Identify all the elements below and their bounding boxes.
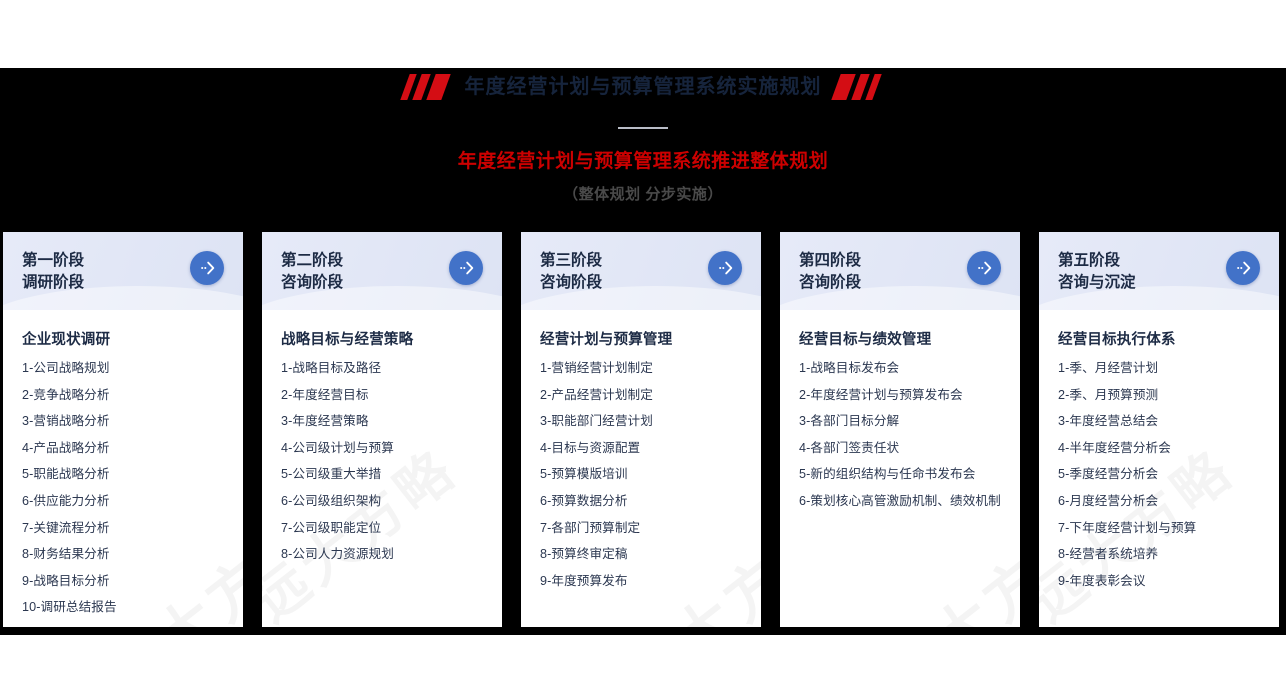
list-item: 5-职能战略分析 [22,467,110,482]
list-item: 4-公司级计划与预算 [281,440,394,455]
phase-card-header: 第四阶段 咨询阶段 [780,232,1020,310]
list-item: 5-预算模版培训 [540,467,628,482]
phase-stage-label: 第五阶段 咨询与沉淀 [1058,250,1136,295]
chevron-right-icon[interactable] [449,251,483,285]
phase-stage-line2: 咨询阶段 [540,274,603,292]
list-item: 5-公司级重大举措 [281,467,382,482]
list-item: 1-营销经营计划制定 [540,361,653,375]
list-item: 8-经营者系统培养 [1058,547,1159,562]
phase-card[interactable]: 第一阶段 调研阶段 远大方略 企业现状调研 1-公司战略规划 2-竞争战略分析 … [3,232,243,627]
title-row: 年度经营计划与预算管理系统实施规划 [0,68,1286,106]
phase-stage-line1: 第五阶段 [1058,252,1121,269]
left-slash-decoration [399,74,451,100]
list-item: 6-月度经营分析会 [1058,493,1159,508]
title-divider [618,127,668,129]
list-item: 7-各部门预算制定 [540,520,641,535]
phase-stage-label: 第二阶段 咨询阶段 [281,250,343,295]
list-item: 3-年度经营总结会 [1058,414,1159,429]
right-slash-decoration [830,74,882,100]
list-item: 8-预算终审定稿 [540,547,628,562]
list-item: 6-策划核心高管激励机制、绩效机制 [799,493,1001,508]
phase-stage-line1: 第三阶段 [540,252,603,269]
list-item: 9-年度预算发布 [540,573,628,588]
list-item: 1-战略目标及路径 [281,361,382,375]
list-item: 1-战略目标发布会 [799,361,900,375]
phase-card-body: 企业现状调研 1-公司战略规划 2-竞争战略分析 3-营销战略分析 4-产品战略… [3,310,243,614]
phase-stage-label: 第四阶段 咨询阶段 [799,250,861,295]
list-item: 3-年度经营策略 [281,414,369,429]
phase-stage-line2: 调研阶段 [22,274,85,292]
phase-card-row: 第一阶段 调研阶段 远大方略 企业现状调研 1-公司战略规划 2-竞争战略分析 … [3,232,1283,627]
phase-stage-line2: 咨询阶段 [799,274,862,292]
list-item: 3-职能部门经营计划 [540,414,653,429]
list-item: 2-年度经营计划与预算发布会 [799,387,963,402]
list-item: 3-各部门目标分解 [799,414,900,429]
list-item: 8-财务结果分析 [22,547,110,562]
list-item: 9-年度表彰会议 [1058,573,1146,588]
list-item: 5-新的组织结构与任命书发布会 [799,467,976,482]
list-item: 7-下年度经营计划与预算 [1058,520,1197,535]
phase-stage-line1: 第一阶段 [22,252,85,269]
phase-card-title: 经营目标执行体系 [1058,332,1176,348]
list-item: 4-半年度经营分析会 [1058,440,1171,455]
list-item: 4-目标与资源配置 [540,440,641,455]
phase-stage-line2: 咨询阶段 [281,274,344,292]
list-item: 2-竞争战略分析 [22,387,110,402]
list-item: 2-年度经营目标 [281,387,369,402]
slash-icon [425,74,451,100]
phase-card-body: 经营目标执行体系 1-季、月经营计划 2-季、月预算预测 3-年度经营总结会 4… [1039,310,1279,587]
chevron-right-icon[interactable] [967,251,1001,285]
chevron-right-icon[interactable] [1226,251,1260,285]
phase-card-title: 经营计划与预算管理 [540,332,673,348]
phase-card-body: 经营计划与预算管理 1-营销经营计划制定 2-产品经营计划制定 3-职能部门经营… [521,310,761,587]
phase-card-body: 战略目标与经营策略 1-战略目标及路径 2-年度经营目标 3-年度经营策略 4-… [262,310,502,561]
phase-card[interactable]: 第三阶段 咨询阶段 远大方略 经营计划与预算管理 1-营销经营计划制定 2-产品… [521,232,761,627]
phase-card[interactable]: 第二阶段 咨询阶段 远大方略 战略目标与经营策略 1-战略目标及路径 2-年度经… [262,232,502,627]
phase-stage-label: 第三阶段 咨询阶段 [540,250,602,295]
list-item: 7-公司级职能定位 [281,520,382,535]
watermark: 远大方略 [861,492,1020,627]
list-item: 6-供应能力分析 [22,493,110,508]
section-heading: 年度经营计划与预算管理系统推进整体规划 [457,151,829,172]
section-subheading: （整体规划 分步实施） [563,186,723,203]
list-item: 1-季、月经营计划 [1058,361,1159,375]
phase-stage-label: 第一阶段 调研阶段 [22,250,84,295]
phase-card-header: 第五阶段 咨询与沉淀 [1039,232,1279,310]
list-item: 7-关键流程分析 [22,520,110,535]
phase-card-title: 战略目标与经营策略 [281,332,414,348]
page-title: 年度经营计划与预算管理系统实施规划 [464,76,822,98]
list-item: 4-产品战略分析 [22,440,110,455]
phase-stage-line2: 咨询与沉淀 [1058,274,1136,292]
phase-card-body: 经营目标与绩效管理 1-战略目标发布会 2-年度经营计划与预算发布会 3-各部门… [780,310,1020,508]
list-item: 9-战略目标分析 [22,573,110,588]
list-item: 6-预算数据分析 [540,493,628,508]
list-item: 2-季、月预算预测 [1058,387,1159,402]
phase-card-title: 企业现状调研 [22,332,111,348]
list-item: 2-产品经营计划制定 [540,387,653,402]
list-item: 10-调研总结报告 [22,600,117,615]
phase-card-header: 第一阶段 调研阶段 [3,232,243,310]
list-item: 6-公司级组织架构 [281,493,382,508]
phase-card[interactable]: 第四阶段 咨询阶段 远大方略 经营目标与绩效管理 1-战略目标发布会 2-年度经… [780,232,1020,627]
list-item: 8-公司人力资源规划 [281,547,394,562]
list-item: 3-营销战略分析 [22,414,110,429]
chevron-right-icon[interactable] [708,251,742,285]
phase-stage-line1: 第二阶段 [281,252,344,269]
phase-card-title: 经营目标与绩效管理 [799,332,932,348]
phase-card-header: 第二阶段 咨询阶段 [262,232,502,310]
phase-card[interactable]: 第五阶段 咨询与沉淀 远大方略 经营目标执行体系 1-季、月经营计划 2-季、月… [1039,232,1279,627]
list-item: 4-各部门签责任状 [799,440,900,455]
list-item: 1-公司战略规划 [22,361,110,375]
list-item: 5-季度经营分析会 [1058,467,1159,482]
phase-stage-line1: 第四阶段 [799,252,862,269]
phase-card-header: 第三阶段 咨询阶段 [521,232,761,310]
chevron-right-icon[interactable] [190,251,224,285]
